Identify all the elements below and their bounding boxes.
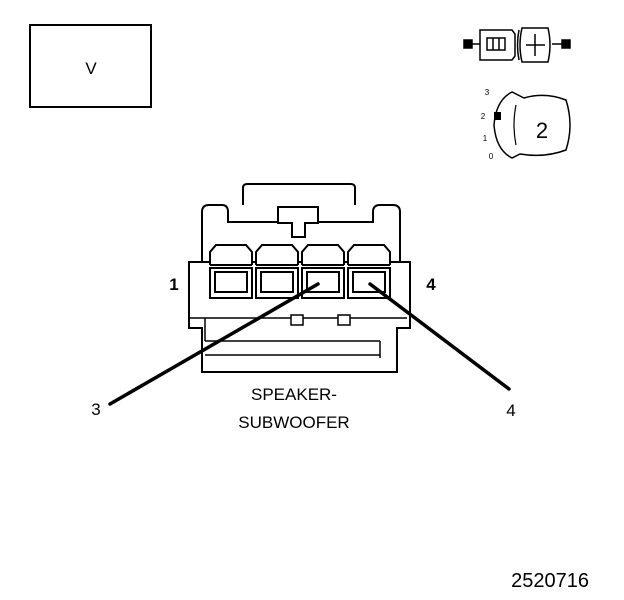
cavity-1 — [209, 244, 253, 299]
pin-label-last: 4 — [426, 275, 436, 294]
position-scale-1: 1 — [483, 134, 488, 143]
callout-label-4: 4 — [506, 401, 515, 420]
position-scale-0: 0 — [489, 152, 494, 161]
cavity-4 — [347, 244, 391, 299]
terminal-cavities — [209, 244, 391, 299]
pin-label-first: 1 — [169, 275, 178, 294]
leader-lines — [108, 282, 511, 406]
connector-mating-icon — [463, 27, 571, 63]
color-code-label: V — [85, 59, 97, 78]
color-code-box: V — [29, 24, 152, 108]
connector-name-line1: SPEAKER- — [251, 385, 337, 404]
callout-label-3: 3 — [91, 400, 100, 419]
leader-line-3 — [108, 282, 320, 406]
position-scale-2: 2 — [481, 112, 486, 121]
position-indicator: 3 2 1 0 2 — [481, 88, 571, 161]
position-selected: 2 — [536, 118, 548, 143]
cavity-2 — [255, 244, 299, 299]
leader-line-4 — [368, 282, 511, 391]
position-knob-icon — [493, 91, 571, 159]
figure-id: 2520716 — [511, 570, 589, 592]
connector-name-line2: SUBWOOFER — [238, 413, 349, 432]
position-scale-3: 3 — [485, 88, 490, 97]
